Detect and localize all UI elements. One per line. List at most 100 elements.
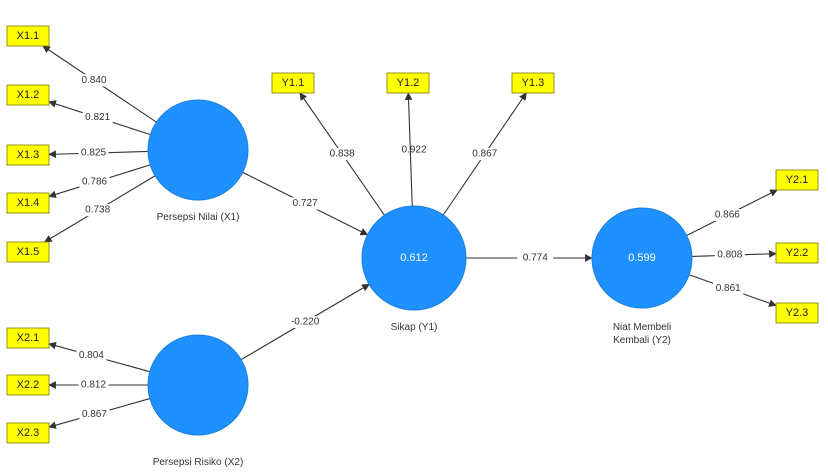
r-squared-value: 0.599 xyxy=(628,252,656,264)
loading-label-bg xyxy=(82,204,113,217)
loading-value-x1_5: 0.738 xyxy=(85,205,110,216)
indicator-label: X1.5 xyxy=(17,246,40,258)
path-edge-y1_y2: 0.774 xyxy=(466,252,593,264)
latent-circle xyxy=(361,205,467,311)
latent-circle xyxy=(147,334,249,436)
indicator-x1_4[interactable]: X1.4 xyxy=(6,192,50,214)
indicator-x2_2[interactable]: X2.2 xyxy=(6,374,50,396)
indicator-box xyxy=(6,327,50,349)
loading-label-bg xyxy=(469,147,500,160)
loading-value-x1_4: 0.786 xyxy=(82,177,107,188)
path-label-bg xyxy=(287,197,324,210)
loading-edge-y2_2: 0.808 xyxy=(691,249,777,262)
indicator-box xyxy=(775,302,819,324)
loading-label-bg xyxy=(82,111,113,124)
loading-edge-x1_5: 0.738 xyxy=(44,175,156,243)
loading-edge-x2_3: 0.867 xyxy=(48,398,151,429)
indicator-x1_3[interactable]: X1.3 xyxy=(6,144,50,166)
loading-value-y1_1: 0.838 xyxy=(330,149,355,160)
latent-name: Persepsi Nilai (X1) xyxy=(157,212,240,223)
indicator-box xyxy=(775,169,819,191)
indicator-box xyxy=(6,374,50,396)
latent-name: Persepsi Risiko (X2) xyxy=(153,457,244,468)
indicator-label: X2.2 xyxy=(17,379,40,391)
indicator-box xyxy=(775,242,819,264)
loading-label-bg xyxy=(79,176,110,189)
indicator-box xyxy=(6,144,50,166)
loading-label-bg xyxy=(712,209,743,222)
loading-edge-y2_1: 0.866 xyxy=(686,189,778,237)
indicator-y2_2[interactable]: Y2.2 xyxy=(775,242,819,264)
path-label-bg xyxy=(517,252,554,264)
loading-edge-x1_2: 0.821 xyxy=(48,100,151,136)
indicator-label: X2.1 xyxy=(17,332,40,344)
loading-value-x1_3: 0.825 xyxy=(81,148,106,159)
loading-edge-x2_2: 0.812 xyxy=(48,379,148,391)
indicator-box xyxy=(6,241,50,263)
loading-label-bg xyxy=(76,349,107,362)
r-squared-value: 0.612 xyxy=(400,252,428,264)
path-edge-x1_y1: 0.727 xyxy=(242,171,369,236)
indicator-label: Y2.1 xyxy=(786,174,809,186)
indicator-x2_3[interactable]: X2.3 xyxy=(6,422,50,444)
loading-edge-x1_3: 0.825 xyxy=(48,147,149,160)
loading-label-bg xyxy=(713,282,744,295)
path-label-bg xyxy=(287,316,324,329)
loading-value-y1_2: 0.922 xyxy=(401,145,426,156)
indicator-label: Y2.2 xyxy=(786,247,809,259)
latent-x1[interactable]: Persepsi Nilai (X1) xyxy=(147,99,249,223)
indicator-box xyxy=(271,72,315,94)
indicator-label: X1.2 xyxy=(17,89,40,101)
indicator-x1_5[interactable]: X1.5 xyxy=(6,241,50,263)
loading-value-y2_2: 0.808 xyxy=(717,250,742,261)
loading-value-x2_1: 0.804 xyxy=(79,350,104,361)
indicator-y1_2[interactable]: Y1.2 xyxy=(386,72,430,94)
indicator-label: X1.3 xyxy=(17,149,40,161)
indicator-x1_1[interactable]: X1.1 xyxy=(6,25,50,47)
loading-value-x2_3: 0.867 xyxy=(82,409,107,420)
path-coefficient-x1_y1: 0.727 xyxy=(293,198,318,209)
latent-name: Kembali (Y2) xyxy=(613,335,671,346)
loading-value-y2_1: 0.866 xyxy=(715,210,740,221)
path-coefficient-x2_y1: -0.220 xyxy=(291,317,320,328)
indicator-box xyxy=(511,72,555,94)
indicator-label: Y2.3 xyxy=(786,307,809,319)
loading-label-bg xyxy=(714,249,745,262)
indicator-y2_1[interactable]: Y2.1 xyxy=(775,169,819,191)
indicator-label: Y1.1 xyxy=(282,77,305,89)
loading-label-bg xyxy=(79,74,110,87)
indicator-box xyxy=(386,72,430,94)
loading-edge-y1_3: 0.867 xyxy=(442,92,527,216)
indicator-label: Y1.3 xyxy=(522,77,545,89)
indicator-box xyxy=(6,84,50,106)
path-edge-x2_y1: -0.220 xyxy=(240,283,370,361)
loading-label-bg xyxy=(79,408,110,421)
indicator-y1_3[interactable]: Y1.3 xyxy=(511,72,555,94)
latent-name: Sikap (Y1) xyxy=(391,322,438,333)
loading-edge-x2_1: 0.804 xyxy=(48,341,150,373)
latent-circle xyxy=(591,207,693,309)
loading-value-x1_2: 0.821 xyxy=(85,112,110,123)
indicator-label: Y1.2 xyxy=(397,77,420,89)
latent-x2[interactable]: Persepsi Risiko (X2) xyxy=(147,334,249,468)
latent-name: Niat Membeli xyxy=(613,322,671,333)
indicator-x1_2[interactable]: X1.2 xyxy=(6,84,50,106)
loading-value-y1_3: 0.867 xyxy=(472,148,497,159)
indicator-x2_1[interactable]: X2.1 xyxy=(6,327,50,349)
indicator-y2_3[interactable]: Y2.3 xyxy=(775,302,819,324)
indicator-label: X1.4 xyxy=(17,197,40,209)
loading-edge-y1_1: 0.838 xyxy=(299,92,385,216)
loading-label-bg xyxy=(327,148,358,161)
indicator-y1_1[interactable]: Y1.1 xyxy=(271,72,315,94)
loading-edge-y1_2: 0.922 xyxy=(401,92,427,207)
loading-edge-y2_3: 0.861 xyxy=(688,274,777,307)
loading-edge-x1_4: 0.786 xyxy=(48,164,151,199)
path-coefficient-y1_y2: 0.774 xyxy=(523,253,548,264)
loading-edge-x1_1: 0.840 xyxy=(42,45,157,123)
indicator-box xyxy=(6,192,50,214)
loading-value-x2_2: 0.812 xyxy=(81,380,106,391)
indicator-label: X1.1 xyxy=(17,30,40,42)
